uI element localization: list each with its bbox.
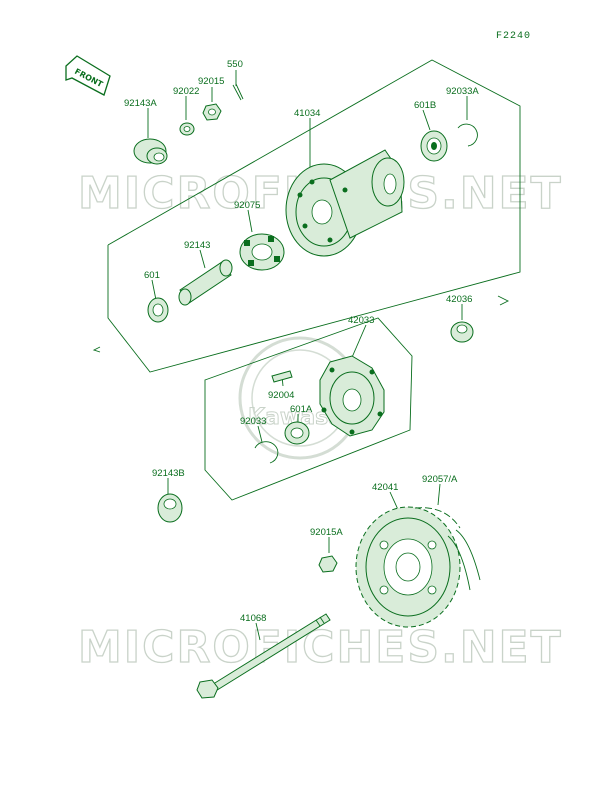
axle-41068: [196, 613, 331, 699]
damper-92075: [239, 233, 285, 271]
hub-41034: [285, 149, 405, 257]
collar-92143: [178, 259, 233, 306]
sprocket-42041: [355, 506, 461, 628]
nut-92015A: [318, 555, 338, 573]
label-41068: 41068: [240, 613, 266, 624]
label-92015A: 92015A: [310, 527, 343, 538]
collar-92143A: [133, 138, 168, 165]
bearing-601: [147, 297, 169, 323]
label-601: 601: [144, 270, 160, 281]
label-601A: 601A: [290, 404, 313, 415]
label-42041: 42041: [372, 482, 398, 493]
figure-code: F2240: [496, 31, 531, 42]
nut-92015: [202, 103, 222, 121]
stud-92004: [271, 370, 293, 383]
label-92033: 92033: [240, 416, 266, 427]
label-42033: 42033: [348, 315, 374, 326]
coupling-42033: [319, 355, 385, 437]
collar-92143B: [157, 493, 183, 523]
watermark-bottom: MICROFICHES.NET: [78, 622, 563, 673]
label-92057A: 92057/A: [422, 474, 458, 485]
circlip-92033A: [457, 123, 478, 147]
label-41034: 41034: [294, 108, 320, 119]
label-601B: 601B: [414, 100, 436, 111]
label-92033A: 92033A: [446, 86, 479, 97]
chain-92057A: [414, 507, 481, 591]
front-arrow-icon: FRONT: [65, 55, 111, 96]
bearing-601A: [284, 421, 310, 445]
label-92143A: 92143A: [124, 98, 157, 109]
pointer-left: [92, 346, 101, 353]
middle-group-outline: [204, 317, 413, 501]
collar-42036: [450, 321, 474, 343]
circlip-92033: [254, 441, 279, 464]
pointer-right: [497, 295, 510, 306]
label-92004: 92004: [268, 390, 294, 401]
label-92143B: 92143B: [152, 468, 185, 479]
label-92015: 92015: [198, 76, 224, 87]
label-92022: 92022: [173, 86, 199, 97]
bearing-601B: [420, 130, 448, 162]
label-550: 550: [227, 59, 243, 70]
upper-group-outline: [107, 59, 521, 373]
label-42036: 42036: [446, 294, 472, 305]
cotter-pin-550: [232, 83, 244, 101]
washer-92022: [179, 122, 195, 136]
label-92075: 92075: [234, 200, 260, 211]
label-92143: 92143: [184, 240, 210, 251]
